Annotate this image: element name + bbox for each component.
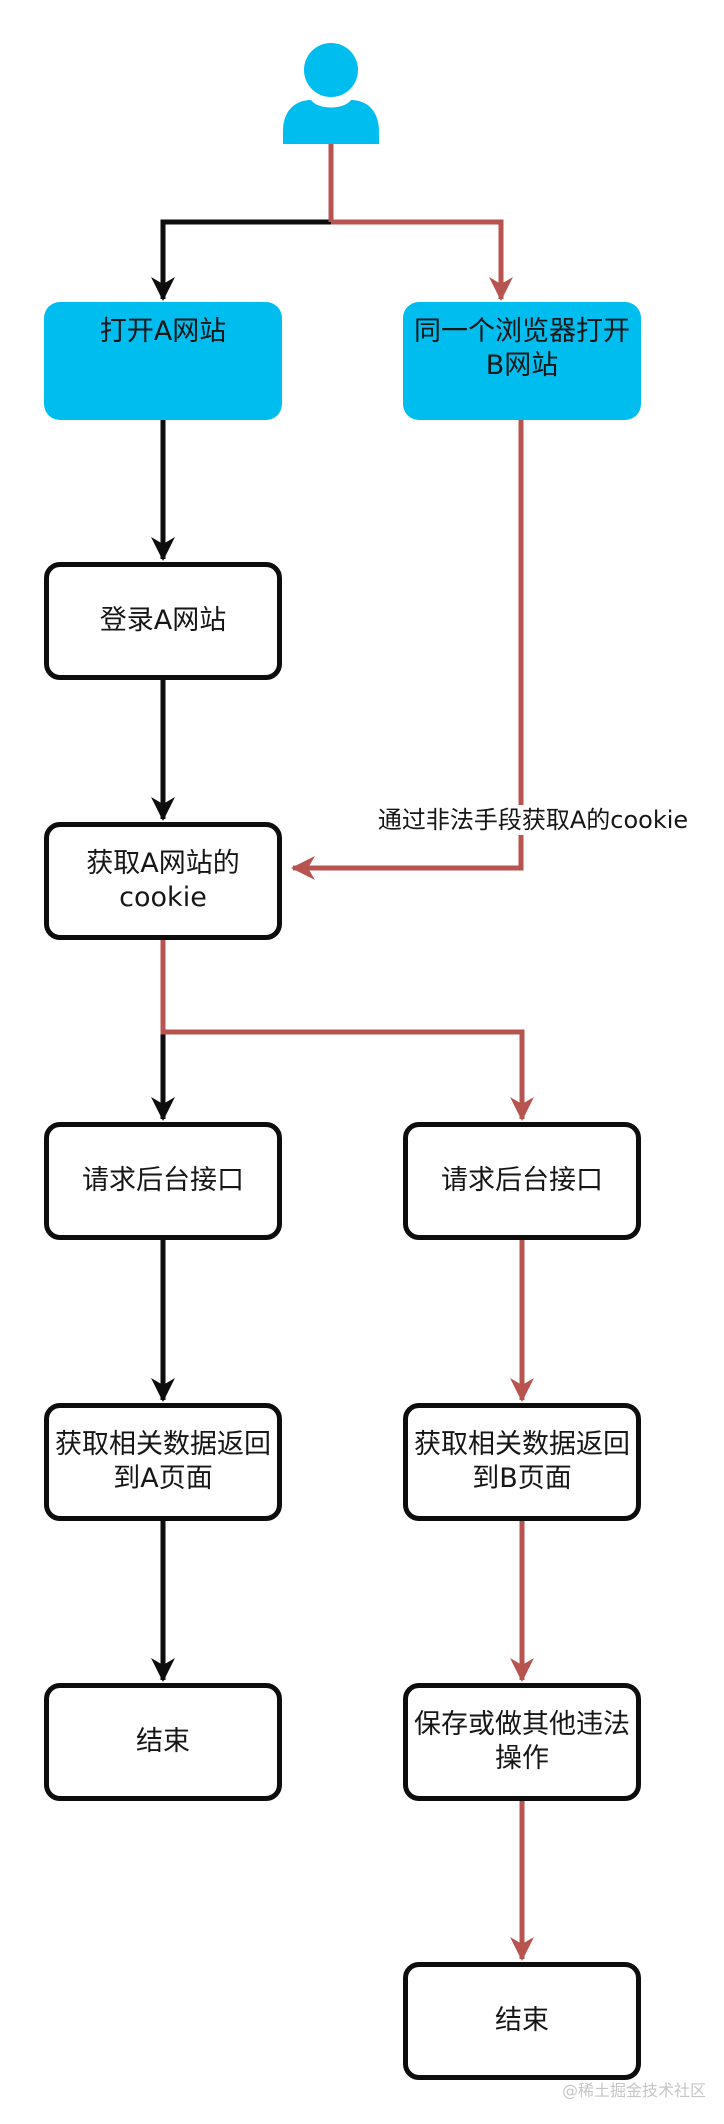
node-open-a-label: 打开A网站 [99, 316, 227, 347]
node-return-data-a-label: 获取相关数据返回到A页面 [55, 1429, 271, 1494]
node-get-a-cookie-label: 获取A网站的cookie [86, 848, 240, 913]
node-open-b-same-browser: 同一个浏览器打开B网站 [403, 302, 641, 420]
node-return-data-b: 获取相关数据返回到B页面 [403, 1403, 641, 1521]
edge-user-to-open-a [151, 219, 331, 301]
node-request-api-b: 请求后台接口 [403, 1122, 641, 1240]
node-save-illegal-label: 保存或做其他违法操作 [414, 1709, 630, 1774]
edge-user-to-open-b [331, 219, 513, 301]
node-open-b-label: 同一个浏览器打开B网站 [414, 316, 630, 381]
red-flow-lines [160, 144, 534, 1961]
node-request-api-b-label: 请求后台接口 [441, 1165, 603, 1196]
node-login-a: 登录A网站 [44, 562, 282, 680]
node-open-a: 打开A网站 [44, 302, 282, 420]
node-return-data-a: 获取相关数据返回到A页面 [44, 1403, 282, 1521]
edge-cookie-to-request-b [160, 940, 534, 1121]
node-end-a: 结束 [44, 1683, 282, 1801]
node-login-a-label: 登录A网站 [99, 605, 227, 636]
node-get-a-cookie: 获取A网站的cookie [44, 822, 282, 940]
node-request-api-a: 请求后台接口 [44, 1122, 282, 1240]
node-end-b-label: 结束 [495, 2005, 549, 2036]
edge-label-illegal-cookie: 通过非法手段获取A的cookie [374, 805, 692, 835]
node-end-a-label: 结束 [136, 1726, 190, 1757]
user-icon [283, 43, 379, 144]
node-save-illegal: 保存或做其他违法操作 [403, 1683, 641, 1801]
edge-open-b-to-cookie [291, 420, 524, 880]
watermark: @稀土掘金技术社区 [562, 2081, 707, 2100]
node-return-data-b-label: 获取相关数据返回到B页面 [414, 1429, 630, 1494]
node-end-b: 结束 [403, 1962, 641, 2080]
node-request-api-a-label: 请求后台接口 [82, 1165, 244, 1196]
